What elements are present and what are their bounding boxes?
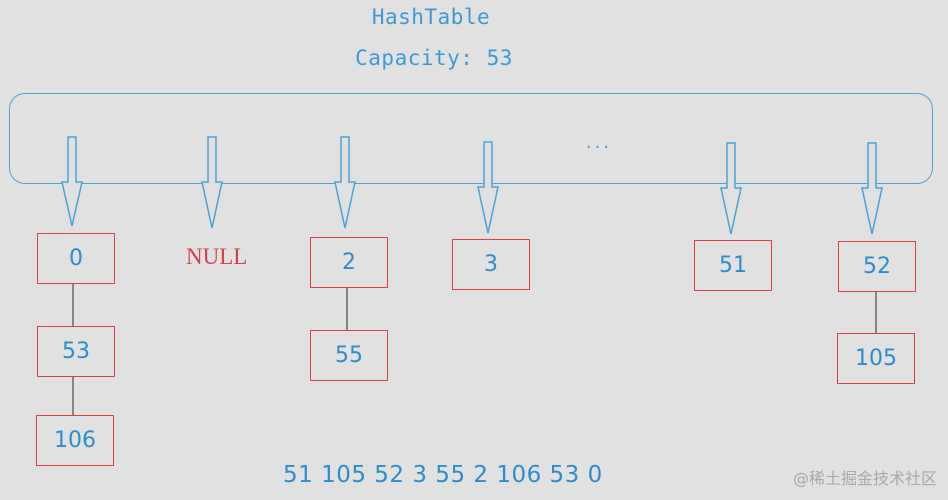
diagram-title: HashTable bbox=[371, 5, 491, 29]
arrow-bucket-1 bbox=[201, 136, 223, 229]
arrow-bucket-52 bbox=[861, 142, 883, 235]
arrow-bucket-0 bbox=[61, 136, 83, 227]
arrow-bucket-3 bbox=[477, 141, 499, 234]
insertion-sequence: 51 105 52 3 55 2 106 53 0 bbox=[283, 462, 603, 488]
ellipsis: ... bbox=[585, 132, 613, 153]
capacity-label: Capacity: 53 bbox=[355, 46, 513, 70]
node-bucket-2-value-55: 55 bbox=[310, 330, 388, 381]
node-bucket-3-value-3: 3 bbox=[452, 239, 530, 290]
bucket-array bbox=[9, 93, 933, 184]
null-bucket-1: NULL bbox=[186, 244, 248, 269]
node-bucket-0-value-53: 53 bbox=[37, 326, 115, 377]
node-bucket-0-value-0: 0 bbox=[37, 233, 115, 284]
arrow-bucket-2 bbox=[334, 136, 356, 229]
node-bucket-52-value-52: 52 bbox=[838, 241, 916, 292]
node-bucket-0-value-106: 106 bbox=[36, 415, 114, 466]
node-bucket-2-value-2: 2 bbox=[310, 237, 388, 288]
node-bucket-51-value-51: 51 bbox=[694, 240, 772, 291]
arrow-bucket-51 bbox=[720, 142, 742, 235]
watermark: @稀土掘金技术社区 bbox=[792, 469, 937, 488]
node-bucket-52-value-105: 105 bbox=[837, 333, 915, 384]
